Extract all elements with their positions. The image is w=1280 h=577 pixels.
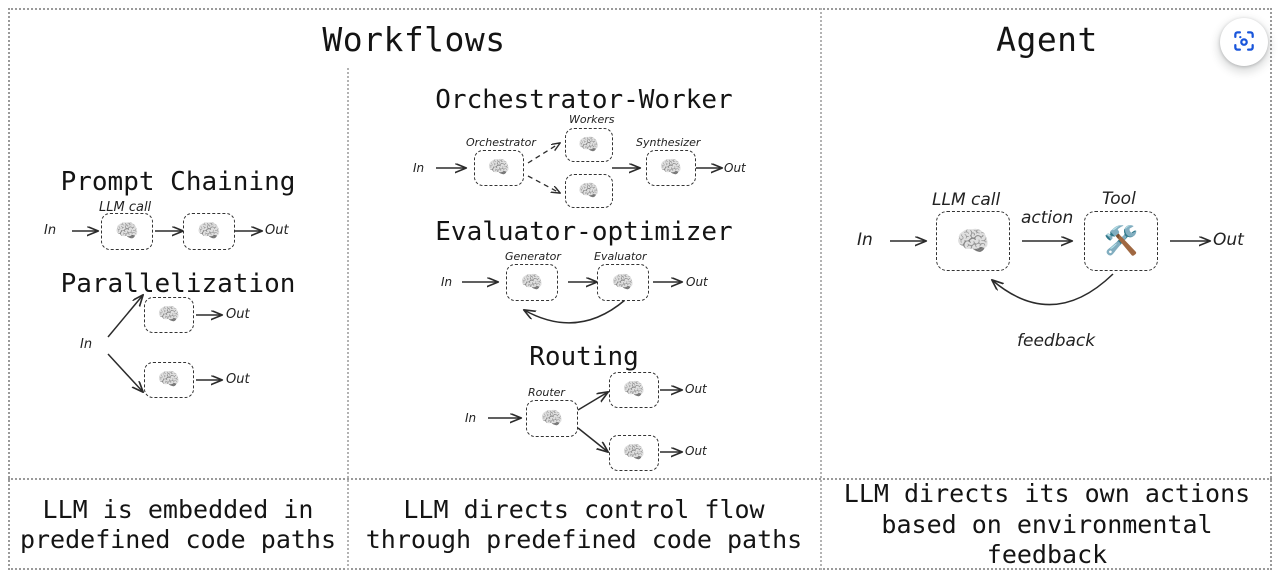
node-generator[interactable]: 🧠 (506, 264, 558, 301)
node-route-target-1[interactable]: 🧠 (609, 372, 659, 408)
footer-caption-agent: LLM directs its own actions based on env… (843, 479, 1251, 570)
brain-emoji: 🧠 (578, 134, 600, 155)
label-llm-call-prompt-chaining: LLM call (99, 200, 152, 215)
brain-emoji: 🧠 (622, 442, 646, 463)
brain-emoji: 🧠 (611, 271, 635, 293)
label-out-routing-2: Out (685, 444, 707, 458)
label-in-evaluator: In (441, 275, 453, 289)
node-llm-call-2[interactable]: 🧠 (183, 213, 235, 250)
label-out-orchestrator: Out (724, 161, 746, 175)
label-in-prompt-chaining: In (44, 223, 57, 238)
label-action: action (1021, 208, 1074, 228)
label-in-agent: In (857, 230, 873, 250)
node-orchestrator[interactable]: 🧠 (474, 150, 524, 186)
brain-emoji: 🧠 (956, 225, 990, 257)
brain-emoji: 🧠 (520, 271, 544, 293)
node-llm-call-1[interactable]: 🧠 (101, 213, 153, 250)
label-router: Router (528, 386, 565, 399)
column-divider-1 (347, 68, 349, 570)
label-synthesizer: Synthesizer (636, 136, 701, 149)
footer-caption-workflows-left: LLM is embedded in predefined code paths (19, 494, 337, 555)
brain-emoji: 🧠 (487, 157, 511, 178)
brain-emoji: 🧠 (157, 304, 181, 325)
brain-emoji: 🧠 (659, 157, 683, 178)
section-title-parallelization: Parallelization (60, 269, 296, 299)
section-title-routing: Routing (529, 342, 639, 372)
node-agent-llm-call[interactable]: 🧠 (936, 211, 1010, 271)
label-out-evaluator: Out (686, 275, 708, 289)
node-parallel-branch-2[interactable]: 🧠 (144, 362, 194, 398)
node-evaluator[interactable]: 🧠 (597, 264, 649, 301)
column-header-workflows: Workflows (322, 20, 506, 59)
brain-emoji: 🧠 (622, 379, 646, 400)
label-in-parallelization: In (80, 337, 93, 352)
label-generator: Generator (505, 250, 561, 263)
node-route-target-2[interactable]: 🧠 (609, 435, 659, 471)
column-header-agent: Agent (996, 20, 1098, 59)
section-title-prompt-chaining: Prompt Chaining (60, 167, 296, 197)
section-title-evaluator-optimizer: Evaluator-optimizer (435, 217, 733, 247)
node-worker-2[interactable]: 🧠 (565, 174, 613, 208)
brain-emoji: 🧠 (157, 369, 181, 390)
label-out-agent: Out (1213, 230, 1244, 250)
column-divider-2 (820, 8, 822, 570)
label-tool: Tool (1102, 189, 1136, 209)
node-synthesizer[interactable]: 🧠 (646, 150, 696, 186)
outer-dotted-frame (8, 8, 1272, 570)
hammer-and-wrench-emoji: 🛠️ (1103, 224, 1139, 257)
label-evaluator: Evaluator (594, 250, 647, 263)
lens-scan-icon (1231, 28, 1257, 57)
node-parallel-branch-1[interactable]: 🧠 (144, 297, 194, 333)
brain-emoji: 🧠 (197, 220, 221, 242)
node-agent-tool[interactable]: 🛠️ (1084, 211, 1158, 271)
google-lens-search-button[interactable] (1220, 18, 1268, 66)
brain-emoji: 🧠 (578, 180, 600, 201)
label-feedback: feedback (1017, 331, 1096, 351)
node-worker-1[interactable]: 🧠 (565, 128, 613, 162)
brain-emoji: 🧠 (540, 407, 564, 429)
footer-divider (8, 478, 1272, 480)
footer-caption-workflows-right: LLM directs control flow through predefi… (365, 494, 803, 555)
label-workers: Workers (569, 113, 615, 126)
label-orchestrator: Orchestrator (466, 136, 536, 149)
label-out-parallel-2: Out (226, 372, 250, 387)
label-in-routing: In (465, 411, 477, 425)
brain-emoji: 🧠 (115, 220, 139, 242)
label-out-parallel-1: Out (226, 307, 250, 322)
section-title-orchestrator-worker: Orchestrator-Worker (435, 85, 733, 115)
label-llm-call-agent: LLM call (932, 190, 1001, 210)
label-in-orchestrator: In (413, 161, 425, 175)
node-router[interactable]: 🧠 (526, 400, 578, 437)
label-out-routing-1: Out (685, 382, 707, 396)
label-out-prompt-chaining: Out (265, 223, 289, 238)
